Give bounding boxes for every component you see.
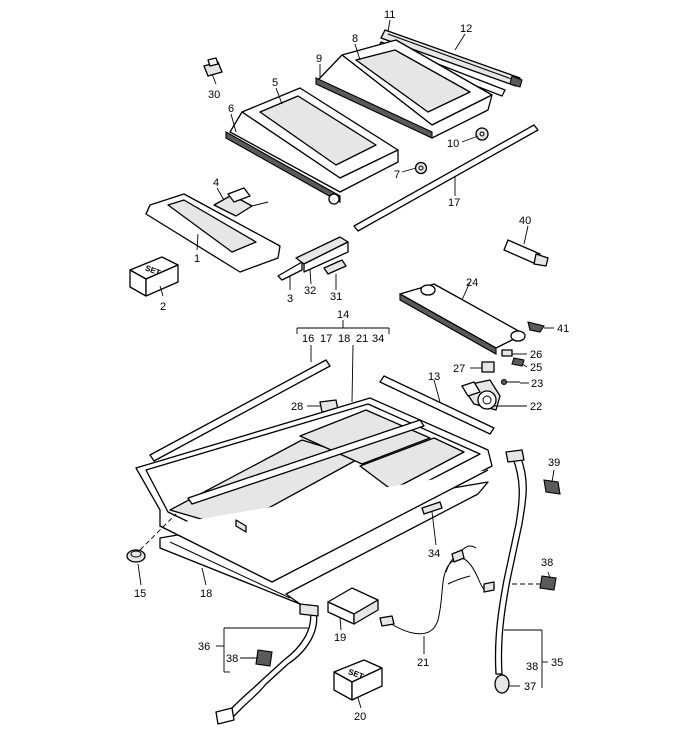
part-8-glass-panel [317, 39, 493, 139]
part-32-guide-block [295, 236, 349, 273]
part-17-guide-rod [353, 124, 539, 232]
callout-6: 6 [228, 103, 234, 115]
callout-24: 24 [466, 277, 478, 289]
callout-2: 2 [160, 301, 166, 313]
callout-35: 35 [551, 657, 563, 669]
callout-10: 10 [447, 138, 459, 150]
callout-14-sub-17: 17 [320, 333, 332, 345]
part-7-screw [414, 161, 428, 175]
callout-14: 14 [337, 309, 349, 321]
callout-39: 39 [548, 457, 560, 469]
part-13-side-seal [379, 375, 495, 435]
callout-9: 9 [316, 53, 322, 65]
callout-28: 28 [291, 401, 303, 413]
part-26-clip [501, 349, 513, 357]
callout-30: 30 [208, 89, 220, 101]
callout-7: 7 [394, 169, 400, 181]
part-36-front-drain-hose [215, 603, 319, 725]
part-22-drive-motor [461, 379, 501, 411]
callout-14-sub-21: 21 [356, 333, 368, 345]
callout-31: 31 [330, 291, 342, 303]
callout-27: 27 [453, 363, 465, 375]
callout-37: 37 [524, 681, 536, 693]
callout-12: 12 [460, 23, 472, 35]
part-1-front-cover [145, 193, 281, 273]
part-2-repair-kit-box: SET [129, 256, 179, 297]
part-5-headliner-panel [229, 87, 399, 193]
callout-38-front: 38 [226, 653, 238, 665]
callout-38-clamp: 38 [541, 557, 553, 569]
callout-4: 4 [213, 177, 219, 189]
callout-26: 26 [530, 349, 542, 361]
part-35-rear-drain-hose [494, 449, 540, 675]
callout-13: 13 [428, 371, 440, 383]
part-19-control-unit [327, 587, 379, 625]
part-31-clip [323, 259, 347, 275]
part-25-clip [511, 357, 525, 367]
callout-36: 36 [198, 641, 210, 653]
part-20-repair-kit-box: SET [333, 659, 383, 701]
part-24-roller-blind [399, 283, 526, 355]
callout-14-sub-34: 34 [372, 333, 384, 345]
part-38-hose-clamp-rear [539, 575, 557, 591]
callout-5: 5 [272, 77, 278, 89]
callout-17: 17 [448, 197, 460, 209]
part-10-screw [475, 127, 489, 141]
part-34-insert [421, 501, 443, 515]
callout-25: 25 [530, 362, 542, 374]
callout-21: 21 [417, 657, 429, 669]
leader-lines [137, 19, 555, 709]
callout-labels: 11 12 8 9 5 30 6 10 7 17 4 1 2 3 32 31 4… [134, 9, 569, 723]
part-15-drain-grommet [126, 513, 177, 563]
callout-8: 8 [352, 33, 358, 45]
callout-32: 32 [304, 285, 316, 297]
callout-40: 40 [519, 215, 531, 227]
callout-15: 15 [134, 588, 146, 600]
callout-18: 18 [200, 588, 212, 600]
callout-19: 19 [334, 632, 346, 644]
part-40-grease-tube [503, 239, 549, 267]
part-30-clip [203, 57, 223, 77]
part-6-panel-edge-rail [225, 131, 341, 205]
callout-20: 20 [354, 711, 366, 723]
callout-1: 1 [194, 253, 200, 265]
callout-3: 3 [287, 293, 293, 305]
callout-22: 22 [530, 401, 542, 413]
part-37-drain-valve [494, 674, 510, 694]
part-27-clip [481, 361, 495, 373]
callout-41: 41 [557, 323, 569, 335]
part-21-wiring-harness [379, 545, 495, 635]
part-41-clip [527, 321, 545, 333]
callout-23: 23 [531, 378, 543, 390]
part-12-seal-strip [380, 29, 523, 88]
callout-11: 11 [384, 9, 395, 21]
part-39-hose-clip [543, 479, 561, 495]
callout-14-sub-16: 16 [302, 333, 314, 345]
callout-38-rear: 38 [526, 661, 538, 673]
part-23-screw [500, 378, 520, 386]
part-9-panel-seal [315, 77, 433, 139]
callout-34: 34 [428, 548, 440, 560]
part-4-bracket [213, 187, 269, 217]
part-38-hose-clamp-front [255, 649, 273, 667]
part-16-strip [149, 359, 331, 462]
part-3-wedge [277, 261, 303, 281]
part-14-sunroof-frame [135, 397, 493, 583]
callout-14-sub-18: 18 [338, 333, 350, 345]
